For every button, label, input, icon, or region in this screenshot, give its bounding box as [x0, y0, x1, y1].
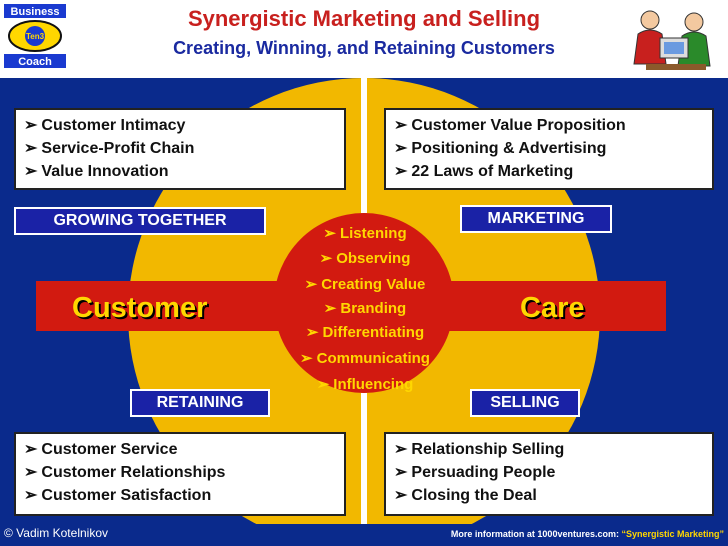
- list-item: Customer Relationships: [24, 461, 336, 484]
- more-info-text: More information at 1000ventures.com: “S…: [451, 529, 724, 539]
- people-at-computer-illustration: [626, 4, 722, 74]
- page-title: Synergistic Marketing and Selling: [187, 6, 541, 31]
- center-item: Influencing: [270, 375, 460, 393]
- tag-retaining: RETAINING: [130, 389, 270, 417]
- center-item: Creating Value: [270, 275, 460, 293]
- header-bar: [0, 0, 728, 78]
- center-item: Branding: [270, 299, 460, 317]
- center-item: Listening: [270, 224, 460, 242]
- more-info-link[interactable]: “Synergistic Marketing”: [621, 529, 724, 539]
- logo-bottom-text: Coach: [18, 56, 52, 68]
- list-item: Customer Satisfaction: [24, 484, 336, 507]
- list-item: Service-Profit Chain: [24, 137, 336, 160]
- tag-marketing: MARKETING: [460, 205, 612, 233]
- panel-bottom-right: Relationship Selling Persuading People C…: [384, 432, 714, 516]
- logo-top-text: Business: [11, 6, 60, 18]
- business-coach-logo: Business Ten3 Coach: [2, 2, 68, 68]
- page-subtitle: Creating, Winning, and Retaining Custome…: [173, 38, 555, 58]
- tag-growing-together: GROWING TOGETHER: [14, 207, 266, 235]
- copyright-text: © Vadim Kotelnikov: [4, 526, 108, 540]
- list-item: Value Innovation: [24, 160, 336, 183]
- list-item: Customer Service: [24, 438, 336, 461]
- list-item: Customer Value Proposition: [394, 114, 704, 137]
- panel-top-left: Customer Intimacy Service-Profit Chain V…: [14, 108, 346, 190]
- panel-bottom-left: Customer Service Customer Relationships …: [14, 432, 346, 516]
- footer-bar: [0, 524, 728, 546]
- center-item: Differentiating: [270, 323, 460, 341]
- center-item: Observing: [270, 249, 460, 267]
- list-item: Customer Intimacy: [24, 114, 336, 137]
- panel-top-right: Customer Value Proposition Positioning &…: [384, 108, 714, 190]
- list-item: Positioning & Advertising: [394, 137, 704, 160]
- logo-middle-text: Ten3: [26, 32, 45, 41]
- list-item: 22 Laws of Marketing: [394, 160, 704, 183]
- list-item: Persuading People: [394, 461, 704, 484]
- more-info-prefix: More information at 1000ventures.com:: [450, 529, 622, 539]
- list-item: Relationship Selling: [394, 438, 704, 461]
- band-label-customer: Customer: [72, 292, 208, 324]
- tag-selling: SELLING: [470, 389, 580, 417]
- band-label-care: Care: [520, 292, 585, 324]
- center-item: Communicating: [270, 349, 460, 367]
- list-item: Closing the Deal: [394, 484, 704, 507]
